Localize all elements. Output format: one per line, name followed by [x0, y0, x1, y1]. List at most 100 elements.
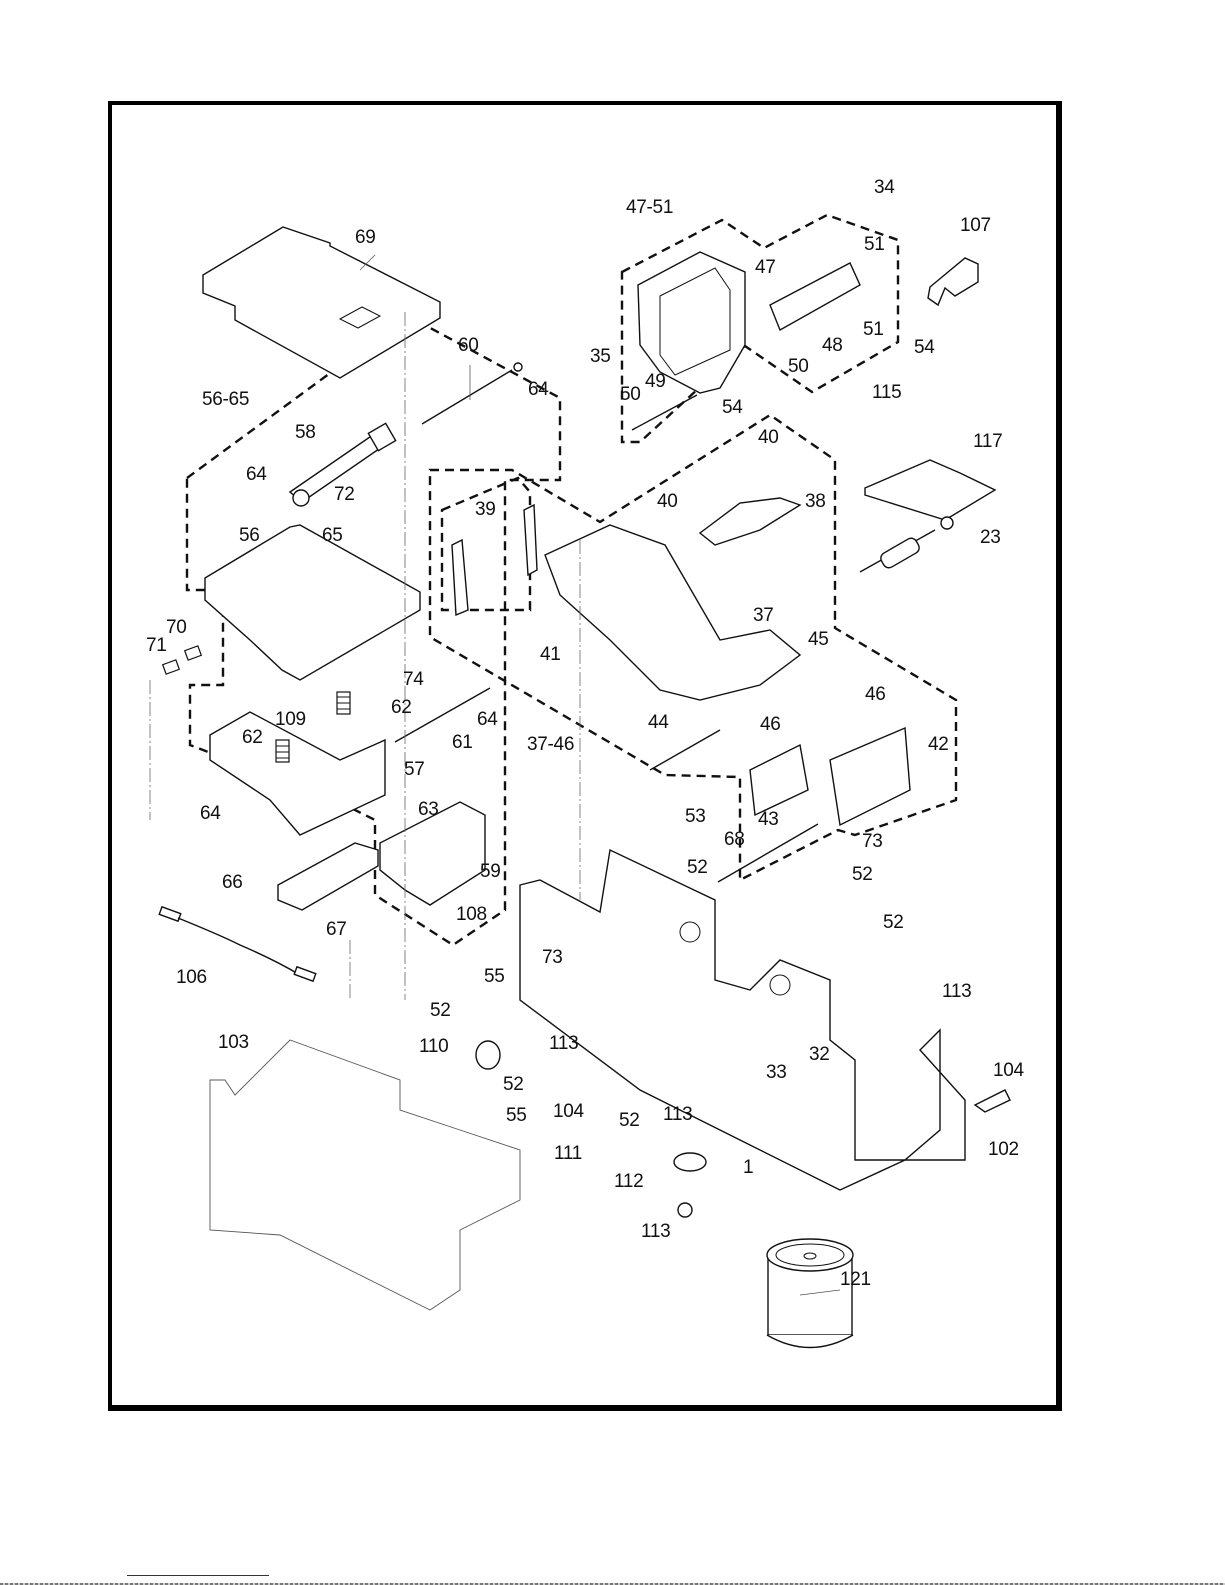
part-43-plate: [750, 745, 808, 815]
part-49-shaft: [632, 395, 697, 430]
callout-45: 45: [808, 630, 829, 649]
callout-113: 113: [663, 1105, 692, 1124]
callout-42: 42: [928, 735, 949, 754]
callout-121: 121: [840, 1270, 871, 1289]
part-rear-frame-ghost: [210, 1040, 520, 1310]
callout-113: 113: [549, 1034, 578, 1053]
callout-46: 46: [865, 685, 886, 704]
callout-group-37-46: 37-46: [527, 735, 574, 754]
callout-44: 44: [648, 713, 669, 732]
callout-52: 52: [619, 1111, 640, 1130]
callout-1: 1: [743, 1158, 753, 1177]
callout-40: 40: [657, 492, 678, 511]
callout-109: 109: [275, 710, 306, 729]
part-112-belt: [674, 1153, 706, 1171]
part-48-bracket: [770, 263, 860, 330]
callout-43: 43: [758, 810, 779, 829]
callout-53: 53: [685, 807, 706, 826]
callout-46: 46: [760, 715, 781, 734]
callout-71: 71: [146, 636, 167, 655]
callout-41: 41: [540, 645, 561, 664]
part-110-gear: [476, 1041, 500, 1069]
callout-67: 67: [326, 920, 347, 939]
callout-103: 103: [218, 1033, 249, 1052]
callout-73: 73: [862, 832, 883, 851]
callout-60: 60: [458, 336, 479, 355]
callout-106: 106: [176, 968, 207, 987]
callout-72: 72: [334, 485, 355, 504]
callout-57: 57: [404, 760, 425, 779]
callout-32: 32: [809, 1045, 830, 1064]
part-38-bracket: [700, 498, 800, 545]
part-62-spring-b: [276, 740, 289, 762]
part-57-bracket: [210, 712, 385, 835]
callout-54: 54: [722, 398, 743, 417]
callout-40: 40: [758, 428, 779, 447]
callout-52: 52: [883, 913, 904, 932]
callout-52: 52: [852, 865, 873, 884]
callout-62: 62: [242, 728, 263, 747]
callout-66: 66: [222, 873, 243, 892]
callout-112: 112: [614, 1172, 643, 1191]
part-70-71-springs: [163, 646, 202, 674]
callout-117: 117: [973, 432, 1002, 451]
part-102-lever: [975, 1090, 1010, 1112]
part-1-main-frame: [520, 850, 965, 1190]
callout-113: 113: [942, 982, 971, 1001]
callout-35: 35: [590, 347, 611, 366]
part-121-coil: [767, 1239, 853, 1348]
callout-39: 39: [475, 500, 496, 519]
callout-104: 104: [993, 1061, 1024, 1080]
callout-38: 38: [805, 492, 826, 511]
part-56-bracket: [205, 525, 420, 680]
part-66-plate: [278, 843, 378, 910]
callout-37: 37: [753, 606, 774, 625]
callout-group-56-65: 56-65: [202, 390, 249, 409]
callout-64: 64: [528, 380, 549, 399]
callout-107: 107: [960, 216, 991, 235]
callout-74: 74: [403, 670, 424, 689]
callout-55: 55: [484, 967, 505, 986]
callout-58: 58: [295, 423, 316, 442]
part-113-clip: [678, 1203, 692, 1217]
callout-65: 65: [322, 526, 343, 545]
callout-52: 52: [503, 1075, 524, 1094]
callout-51: 51: [863, 320, 884, 339]
footer-link-underline[interactable]: [127, 1575, 269, 1576]
part-60-shaft: [422, 370, 512, 424]
callout-63: 63: [418, 800, 439, 819]
callout-50: 50: [620, 385, 641, 404]
part-44-shaft: [650, 730, 720, 770]
callout-23: 23: [980, 528, 1001, 547]
part-42-plate: [830, 728, 910, 825]
callout-110: 110: [419, 1037, 448, 1056]
callout-64: 64: [477, 710, 498, 729]
callout-115: 115: [872, 383, 901, 402]
callout-111: 111: [554, 1144, 582, 1163]
callout-group-47-51: 47-51: [626, 198, 673, 217]
part-64-e-ring: [514, 363, 522, 371]
callout-69: 69: [355, 228, 376, 247]
callout-54: 54: [914, 338, 935, 357]
callout-55: 55: [506, 1106, 527, 1125]
part-117-guide: [865, 460, 995, 520]
callout-61: 61: [452, 733, 473, 752]
callout-62: 62: [391, 698, 412, 717]
callout-102: 102: [988, 1140, 1019, 1159]
callout-113: 113: [641, 1222, 670, 1241]
part-69-top-cover: [203, 227, 440, 378]
callout-34: 34: [874, 178, 895, 197]
callout-47: 47: [755, 258, 776, 277]
callout-64: 64: [200, 804, 221, 823]
callout-33: 33: [766, 1063, 787, 1082]
callout-50: 50: [788, 357, 809, 376]
callout-48: 48: [822, 336, 843, 355]
part-39-arm: [452, 505, 537, 615]
callout-49: 49: [645, 372, 666, 391]
callout-51: 51: [864, 235, 885, 254]
callout-52: 52: [430, 1001, 451, 1020]
callout-104: 104: [553, 1102, 584, 1121]
part-107-sheet: [928, 258, 978, 305]
part-62-spring-a: [337, 692, 350, 714]
